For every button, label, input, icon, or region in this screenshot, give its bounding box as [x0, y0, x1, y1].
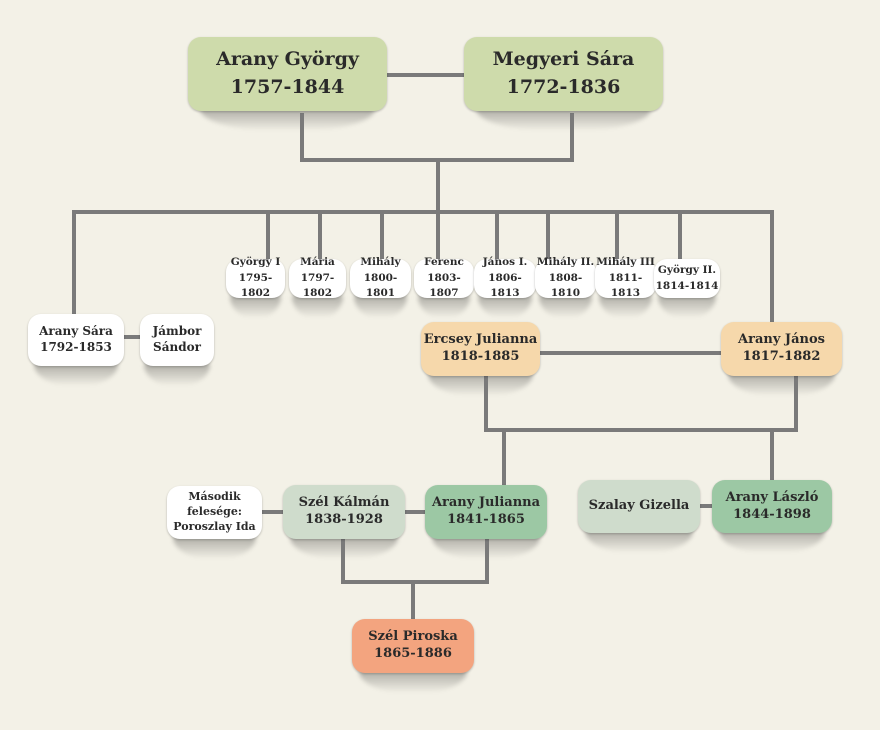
person-megyeri-sara: Megyeri Sára 1772-1836	[464, 37, 663, 111]
person-gyorgy-ii: György II. 1814-1814	[654, 259, 720, 298]
person-name: Arany László	[725, 489, 819, 505]
person-janos-i: János I. 1806-1813	[474, 256, 536, 299]
person-years: 1808-1810	[548, 271, 583, 300]
person-years: 1792-1853	[40, 340, 112, 354]
person-szel-kalman: Szél Kálmán 1838-1928	[283, 485, 405, 539]
person-name: Szél Kálmán	[298, 495, 390, 511]
person-mihaly: Mihály 1800-1801	[350, 256, 411, 299]
person-name: Mihály	[360, 255, 401, 268]
person-name: Ercsey Julianna	[423, 332, 538, 348]
person-name: Szél Piroska	[368, 629, 458, 645]
person-ercsey-julianna: Ercsey Julianna 1818-1885	[421, 322, 540, 376]
person-maria: Mária 1797-1802	[289, 256, 346, 299]
person-name: Mihály III	[596, 255, 655, 268]
person-masodik-feleseg: Második felesége: Poroszlay Ida	[167, 486, 262, 539]
person-name: Jámbor	[152, 324, 202, 339]
person-years: 1795-1802	[238, 271, 273, 300]
note-line-3: Poroszlay Ida	[173, 519, 256, 533]
person-years: 1797-1802	[300, 271, 335, 300]
person-years: 1772-1836	[506, 76, 621, 98]
person-name-2: Sándor	[153, 340, 201, 354]
person-name: Mária	[300, 255, 335, 268]
person-arany-julianna: Arany Julianna 1841-1865	[425, 485, 547, 539]
person-name: Arany György	[216, 48, 359, 71]
person-name: Szalay Gizella	[588, 498, 690, 514]
person-years: 1817-1882	[742, 349, 821, 364]
person-name: György II.	[657, 263, 717, 276]
person-years: 1841-1865	[447, 512, 525, 527]
person-name: Arany Julianna	[431, 495, 541, 511]
person-years: 1800-1801	[363, 271, 398, 300]
person-mihaly-ii: Mihály II. 1808-1810	[535, 256, 596, 299]
person-arany-sara: Arany Sára 1792-1853	[28, 314, 124, 366]
note-line-1: Második	[188, 490, 241, 504]
person-gyorgy-i: György I 1795-1802	[226, 256, 285, 299]
person-mihaly-iii: Mihály III 1811-1813	[595, 256, 656, 299]
person-years: 1757-1844	[230, 76, 345, 98]
person-name: Arany János	[738, 332, 825, 348]
person-years: 1838-1928	[305, 512, 383, 527]
person-name: Ferenc	[424, 255, 464, 268]
person-ferenc: Ferenc 1803-1807	[414, 256, 474, 299]
person-name: Megyeri Sára	[492, 48, 635, 71]
person-years: 1811-1813	[608, 271, 643, 300]
person-years: 1818-1885	[441, 349, 520, 364]
person-name: Mihály II.	[536, 255, 595, 268]
person-jambor-sandor: Jámbor Sándor	[140, 314, 214, 366]
person-szalay-gizella: Szalay Gizella	[578, 480, 700, 533]
person-name: Arany Sára	[39, 324, 113, 339]
person-szel-piroska: Szél Piroska 1865-1886	[352, 619, 474, 673]
person-years: 1806-1813	[488, 271, 522, 300]
person-years: 1865-1886	[374, 646, 452, 661]
person-arany-janos: Arany János 1817-1882	[721, 322, 842, 376]
person-arany-laszlo: Arany László 1844-1898	[712, 480, 832, 533]
person-name: János I.	[482, 255, 528, 268]
person-arany-gyorgy: Arany György 1757-1844	[188, 37, 387, 111]
person-name: György I	[230, 255, 281, 268]
note-line-2: felesége:	[187, 505, 242, 519]
person-years: 1803-1807	[427, 271, 461, 300]
person-years: 1844-1898	[733, 506, 811, 522]
person-years: 1814-1814	[655, 279, 719, 292]
